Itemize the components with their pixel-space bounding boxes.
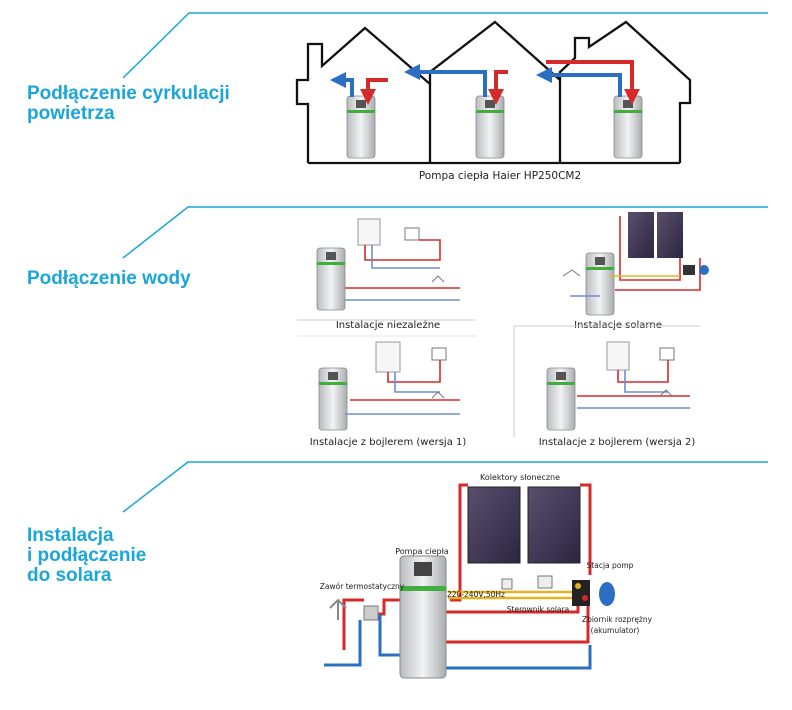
- label-accumulator: (akumulator): [591, 626, 640, 635]
- water-connection-diagrams: Instalacje niezależne Instalacje solarne: [297, 212, 709, 448]
- section-connector-3: [122, 461, 768, 513]
- label-expansion-tank: Zbiornik rozprężny: [582, 615, 653, 624]
- faucet-icon: [659, 389, 673, 397]
- label-controller: Sterownik solara: [507, 605, 569, 614]
- water-panel-boiler-v1: Instalacje z bojlerem (wersja 1): [297, 335, 476, 448]
- label-collectors: Kolektory słoneczne: [480, 473, 560, 482]
- section-title-solar: Instalacja i podłączenie do solara: [27, 525, 147, 586]
- radiator-icon: [404, 227, 420, 241]
- heat-pump-icon: [585, 252, 615, 316]
- section-title-air: Podłączenie cyrkulacji powietrza: [27, 83, 230, 124]
- solar-panel-icon: [527, 486, 581, 564]
- boiler-icon: [357, 218, 381, 246]
- heat-pump-icon: [546, 367, 576, 431]
- pump-station-icon: [572, 580, 590, 606]
- faucet-icon: [329, 598, 347, 620]
- cool-air-arrow-icon: [536, 67, 622, 97]
- faucet-icon: [562, 269, 581, 277]
- solar-panel-icon: [467, 486, 521, 564]
- heat-pump-icon: [613, 95, 643, 159]
- radiator-icon: [431, 347, 447, 361]
- air-caption: Pompa ciepła Haier HP250CM2: [419, 170, 581, 182]
- solar-installation-diagram: Kolektory słoneczne Pompa ciepła Zawór t…: [320, 473, 653, 679]
- heat-pump-icon: [318, 367, 348, 431]
- cool-air-arrow-icon: [404, 64, 487, 97]
- warm-air-arrow-icon: [546, 60, 640, 105]
- boiler-icon: [606, 341, 630, 371]
- solar-panel-icon: [628, 212, 654, 258]
- heat-pump-icon: [475, 95, 505, 159]
- faucet-icon: [431, 391, 445, 399]
- house-outline-1: [295, 26, 432, 163]
- house-outline-2: [428, 20, 562, 163]
- section-connector-2: [122, 206, 768, 259]
- water-panel-independent: Instalacje niezależne: [297, 218, 476, 331]
- label-heat-pump: Pompa ciepła: [395, 547, 449, 556]
- water-panel-solar: Instalacje solarne: [562, 212, 709, 331]
- section-title-water: Podłączenie wody: [27, 268, 191, 289]
- water-caption-3: Instalacje z bojlerem (wersja 1): [310, 437, 467, 448]
- air-circulation-diagram: Pompa ciepła Haier HP250CM2: [295, 20, 692, 182]
- radiator-icon: [659, 347, 675, 361]
- water-caption-4: Instalacje z bojlerem (wersja 2): [539, 437, 696, 448]
- warm-air-arrow-icon: [360, 78, 388, 105]
- water-panel-boiler-v2: Instalacje z bojlerem (wersja 2): [513, 325, 700, 448]
- heat-pump-icon: [316, 247, 346, 311]
- cool-air-arrow-icon: [330, 72, 354, 97]
- label-valve: Zawór termostatyczny: [320, 582, 405, 591]
- warm-air-arrow-icon: [488, 70, 508, 105]
- boiler-icon: [375, 341, 401, 373]
- label-voltage: 220-240V,50Hz: [447, 590, 505, 599]
- valve-icon: [363, 605, 379, 621]
- section-connector-1: [122, 12, 768, 79]
- solar-panel-icon: [657, 212, 683, 258]
- label-pump-station: Stacja pomp: [587, 561, 634, 570]
- water-caption-1: Instalacje niezależne: [336, 320, 440, 331]
- heat-pump-icon: [346, 95, 376, 159]
- faucet-icon: [431, 275, 445, 283]
